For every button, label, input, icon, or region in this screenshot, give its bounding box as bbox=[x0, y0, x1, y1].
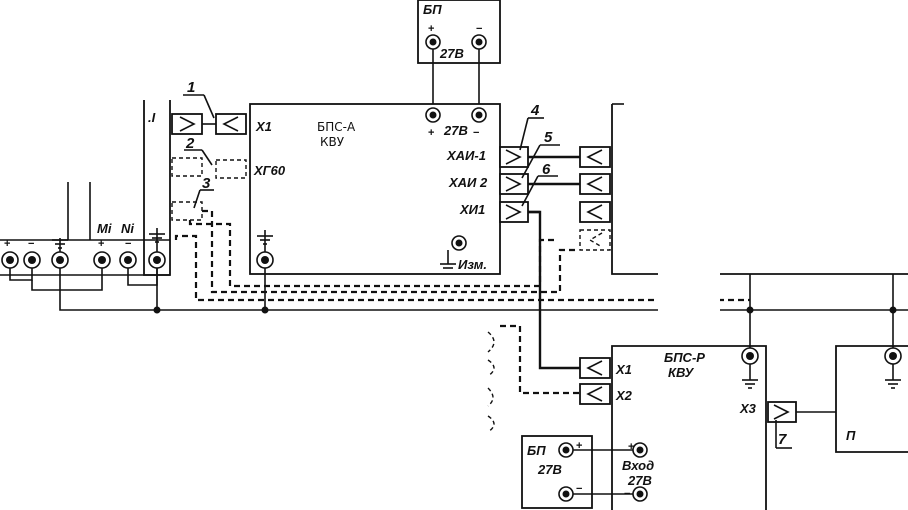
left-device-ni-label: Ni bbox=[121, 221, 134, 236]
left-device-title: .I bbox=[148, 110, 156, 125]
bps-a-connector-xai1 bbox=[499, 146, 529, 168]
svg-text:+: + bbox=[98, 238, 104, 250]
bp-top-minus: − bbox=[476, 23, 482, 35]
bps-a-title: БПС-А bbox=[317, 120, 356, 134]
svg-text:−: − bbox=[576, 483, 582, 495]
callout-2: 2 bbox=[184, 135, 213, 166]
svg-text:6: 6 bbox=[542, 161, 551, 178]
bp-bottom-block: БП + 27В − bbox=[521, 435, 593, 509]
bps-r-connector-x2 bbox=[579, 383, 611, 405]
callout-1: 1 bbox=[183, 79, 215, 119]
bottom-right-device: П bbox=[835, 345, 908, 453]
bps-r-input-label: Вход bbox=[622, 458, 654, 473]
bps-a-xg60-label: ХГ60 bbox=[253, 163, 286, 178]
bps-r-x2-label: X2 bbox=[615, 388, 633, 403]
bps-r-x1-label: X1 bbox=[615, 362, 632, 377]
bps-r-connector-x3 bbox=[767, 401, 797, 423]
right-device-connector-1 bbox=[579, 146, 611, 168]
left-device-mi-label: Mi bbox=[97, 221, 112, 236]
bps-a-connector-xai2 bbox=[499, 173, 529, 195]
bps-a-connector-xi1 bbox=[499, 201, 529, 223]
svg-text:−: − bbox=[125, 238, 131, 250]
left-device: .I Mi Ni + − + − bbox=[0, 100, 203, 276]
left-device-connector-dashed-1 bbox=[171, 157, 203, 177]
ground-icon bbox=[742, 364, 758, 389]
bps-a-connector-xg60 bbox=[215, 159, 247, 179]
ground-icon bbox=[52, 238, 68, 252]
svg-text:1: 1 bbox=[187, 79, 195, 96]
ground-icon bbox=[257, 230, 273, 252]
svg-text:+: + bbox=[428, 127, 434, 139]
left-device-connector-dashed-2 bbox=[171, 201, 203, 221]
right-top-device bbox=[579, 103, 908, 275]
svg-text:5: 5 bbox=[544, 129, 553, 146]
svg-text:2: 2 bbox=[185, 135, 195, 152]
bps-a-xai2-label: ХАИ 2 bbox=[448, 175, 488, 190]
bps-r-x3-label: X3 bbox=[739, 401, 757, 416]
left-terminals bbox=[1, 251, 166, 269]
right-device-connector-2 bbox=[579, 173, 611, 195]
callout-6: 6 bbox=[521, 161, 558, 207]
bps-r-block: БПС-Р КВУ X1 X2 X3 + Вход 27В − bbox=[579, 345, 797, 510]
ground-icon bbox=[440, 250, 456, 269]
occluder bbox=[658, 272, 720, 362]
bps-a-block: БПС-А КВУ X1 ХГ60 27В + − ХАИ-1 ХАИ 2 ХИ… bbox=[215, 103, 529, 275]
right-device-connector-3 bbox=[579, 201, 611, 223]
bp-top-block: БП + − 27В bbox=[417, 0, 501, 64]
bps-a-xi1-label: ХИ1 bbox=[459, 202, 485, 217]
bps-r-voltage: 27В bbox=[627, 473, 652, 488]
bps-r-connector-x1 bbox=[579, 357, 611, 379]
bps-a-power-label: 27В bbox=[443, 123, 468, 138]
bps-a-connector-x1 bbox=[215, 113, 247, 135]
bottom-right-title: П bbox=[846, 428, 856, 443]
callout-3: 3 bbox=[193, 175, 214, 209]
left-device-connector-x1 bbox=[171, 113, 203, 135]
svg-text:−: − bbox=[28, 238, 34, 250]
ground-icon bbox=[149, 228, 165, 252]
bp-top-title: БП bbox=[423, 2, 442, 17]
callout-7: 7 bbox=[775, 420, 792, 449]
bps-a-xai1-label: ХАИ-1 bbox=[446, 148, 486, 163]
bps-r-kvu: КВУ bbox=[668, 365, 695, 380]
bp-bottom-title: БП bbox=[527, 443, 546, 458]
bps-a-x1-label: X1 bbox=[255, 119, 272, 134]
svg-text:−: − bbox=[473, 127, 479, 139]
bps-a-izm-label: Изм. bbox=[458, 257, 487, 272]
bps-a-kvu: КВУ bbox=[320, 135, 345, 149]
bp-top-voltage: 27В bbox=[439, 46, 464, 61]
callout-5: 5 bbox=[521, 129, 560, 179]
bp-bottom-box bbox=[521, 435, 593, 509]
bps-r-title: БПС-Р bbox=[664, 350, 705, 365]
bp-top-plus: + bbox=[428, 23, 434, 35]
svg-text:+: + bbox=[628, 441, 634, 453]
svg-text:3: 3 bbox=[202, 175, 211, 192]
right-device-connector-dashed bbox=[579, 229, 611, 251]
callout-4: 4 bbox=[519, 102, 544, 151]
ground-icon bbox=[885, 364, 901, 389]
svg-text:7: 7 bbox=[778, 431, 787, 448]
svg-text:+: + bbox=[4, 238, 10, 250]
svg-text:+: + bbox=[576, 440, 582, 452]
bp-bottom-voltage: 27В bbox=[537, 462, 562, 477]
bp-top-box bbox=[417, 0, 501, 64]
svg-text:4: 4 bbox=[530, 102, 540, 119]
